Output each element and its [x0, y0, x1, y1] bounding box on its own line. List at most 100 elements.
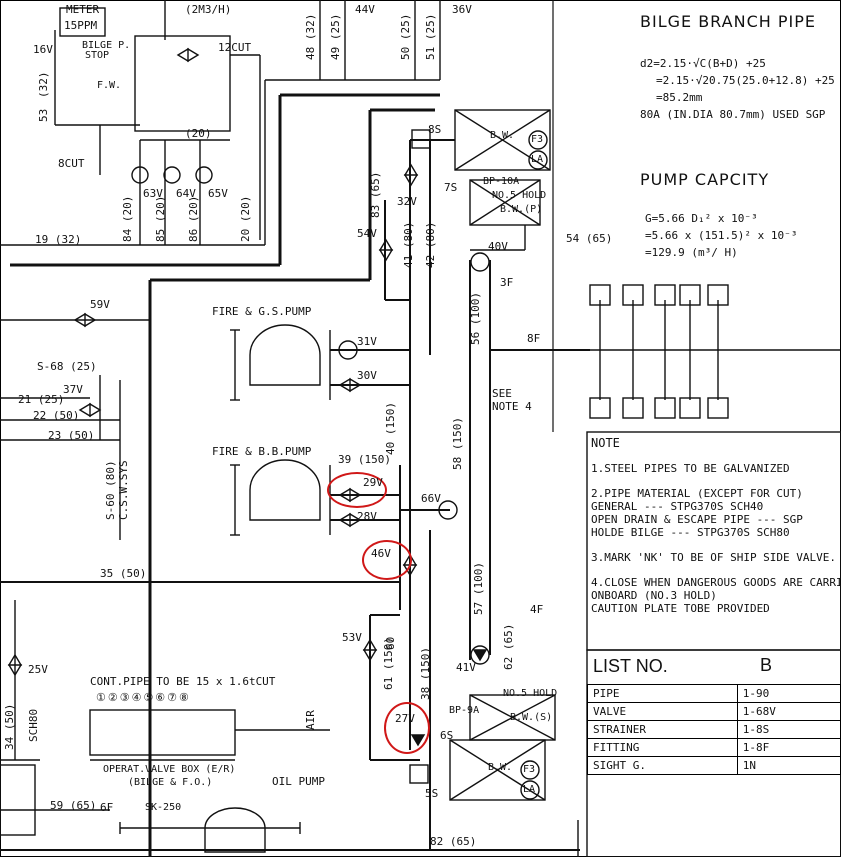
label-pipe-54: 54 (65)	[566, 232, 613, 245]
list-item-range: 1-8F	[736, 738, 841, 757]
label-pipe-21: 21 (25)	[18, 393, 65, 406]
note-item: HOLDE BILGE --- STPG370S SCH80	[591, 526, 790, 539]
note-heading: NOTE	[591, 436, 620, 450]
label-pipe-84: 84 (20)	[121, 195, 134, 242]
note-list: 1.STEEL PIPES TO BE GALVANIZED 2.PIPE MA…	[591, 462, 841, 615]
label-65v: 65V	[208, 187, 228, 200]
label-no5hold-p: NO.5 HOLD	[492, 190, 547, 201]
list-item-name: SIGHT G.	[587, 756, 738, 775]
label-8f: 8F	[527, 332, 541, 345]
label-bp9: BP-9A	[449, 705, 480, 716]
formula-d2-line-3: =85.2mm	[656, 91, 703, 104]
note-item: OPEN DRAIN & ESCAPE PIPE --- SGP	[591, 513, 803, 526]
list-item-name: STRAINER	[587, 720, 738, 739]
label-circled-numbers: ①②③④⑤⑥⑦⑧	[96, 691, 191, 704]
label-pipe-32: (32)	[37, 71, 50, 99]
label-29v: 29V	[363, 476, 383, 489]
label-8s: 8S	[428, 123, 442, 136]
note-item: 4.CLOSE WHEN DANGEROUS GOODS ARE CARRI	[591, 576, 841, 589]
list-item-name: PIPE	[587, 684, 738, 703]
label-see: SEE	[492, 387, 512, 400]
label-pipe-39: 39 (150)	[338, 453, 391, 466]
label-no5hold-s: NO.5 HOLD	[503, 688, 558, 699]
note-item: 3.MARK 'NK' TO BE OF SHIP SIDE VALVE.	[591, 551, 837, 564]
label-pipe-85: 85 (20)	[154, 195, 167, 242]
label-41v: 41V	[456, 661, 476, 674]
list-item-range: 1-90	[736, 684, 841, 703]
list-heading: LIST NO.	[593, 656, 668, 676]
label-note4: NOTE 4	[492, 400, 532, 413]
label-s60: S-60 (80)	[104, 460, 117, 520]
label-operat-valve-box: OPERAT.VALVE BOX (E/R)	[103, 764, 236, 775]
label-air: AIR	[304, 710, 317, 730]
label-cont-pipe: CONT.PIPE TO BE 15 x 1.6tCUT	[90, 675, 276, 688]
list-item-range: 1N	[736, 756, 841, 775]
label-53v: 53V	[342, 631, 362, 644]
label-12cut: 12CUT	[218, 41, 252, 54]
label-pipe-82: 82 (65)	[430, 835, 477, 848]
label-pipe-58: 58 (150)	[451, 417, 464, 470]
label-csw: C.S.W.SYS	[117, 460, 130, 520]
formula-g-line-1: G=5.66 D₁² x 10⁻³	[645, 212, 758, 225]
label-fw: F.W.	[97, 80, 122, 91]
label-4f: 4F	[530, 603, 544, 616]
list-item-name: FITTING	[587, 738, 738, 757]
label-pipe-22: 22 (50)	[33, 409, 80, 422]
label-pipe-41: 41 (80)	[402, 221, 415, 268]
formula-g-line-2: =5.66 x (151.5)² x 10⁻³	[645, 229, 798, 242]
label-fire-bb-pump: FIRE & B.B.PUMP	[212, 445, 312, 458]
label-bws: B.W.(S)	[510, 712, 553, 723]
label-oil-pump: OIL PUMP	[272, 775, 325, 788]
label-37v: 37V	[63, 383, 83, 396]
label-bw-lower: B.W.	[488, 762, 513, 773]
label-16v: 16V	[33, 43, 53, 56]
formula-d2-line-2: =2.15·√20.75(25.0+12.8) +25	[656, 74, 835, 87]
label-s68: S-68 (25)	[37, 360, 97, 373]
label-meter: METER	[66, 3, 100, 16]
label-pipe-51: 51 (25)	[424, 13, 437, 60]
label-40v: 40V	[488, 240, 508, 253]
label-f3-lower: F3	[523, 764, 536, 775]
label-66v: 66V	[421, 492, 441, 505]
label-bilge-p: BILGE P.	[82, 40, 131, 51]
label-46v: 46V	[371, 547, 391, 560]
label-ppm: 15PPM	[64, 19, 98, 32]
label-36v: 36V	[452, 3, 472, 16]
label-pipe-61: 61 (150)	[382, 637, 395, 690]
label-pipe-48: 48 (32)	[304, 13, 317, 60]
label-7s: 7S	[444, 181, 458, 194]
label-fire-gs-pump: FIRE & G.S.PUMP	[212, 305, 312, 318]
label-54v: 54V	[357, 227, 377, 240]
label-f3-upper: F3	[531, 134, 544, 145]
label-pipe-38: 38 (150)	[419, 647, 432, 700]
label-6s: 6S	[440, 729, 454, 742]
label-6f: 6F	[100, 801, 114, 814]
label-59v: 59V	[90, 298, 110, 311]
label-31v: 31V	[357, 335, 377, 348]
label-pipe-50: 50 (25)	[399, 13, 412, 60]
label-32v: 32V	[397, 195, 417, 208]
title-bilge-branch-pipe: BILGE BRANCH PIPE	[640, 12, 816, 31]
title-pump-capacity: PUMP CAPCITY	[640, 170, 770, 189]
label-pipe-23: 23 (50)	[48, 429, 95, 442]
label-pipe-83: 83 (65)	[369, 171, 382, 218]
note-item: GENERAL --- STPG370S SCH40	[591, 500, 764, 513]
note-item: ONBOARD (NO.3 HOLD)	[591, 589, 717, 602]
list-item-name: VALVE	[587, 702, 738, 721]
label-bw-upper: B.W.	[490, 130, 515, 141]
label-bwp: B.W.(P)	[500, 204, 543, 215]
label-pipe-86: 86 (20)	[187, 195, 200, 242]
table-row: SIGHT G.1N	[587, 756, 841, 775]
label-pipe-19: 19 (32)	[35, 233, 82, 246]
highlight-27v	[384, 702, 430, 754]
label-64v: 64V	[176, 187, 196, 200]
note-item: CAUTION PLATE TOBE PROVIDED	[591, 602, 770, 615]
formula-d2: d2=2.15·√C(B+D) +25 =2.15·√20.75(25.0+12…	[640, 55, 835, 123]
formula-d2-line-4: 80A (IN.DIA 80.7mm) USED SGP	[640, 108, 826, 121]
label-5s: 5S	[425, 787, 439, 800]
